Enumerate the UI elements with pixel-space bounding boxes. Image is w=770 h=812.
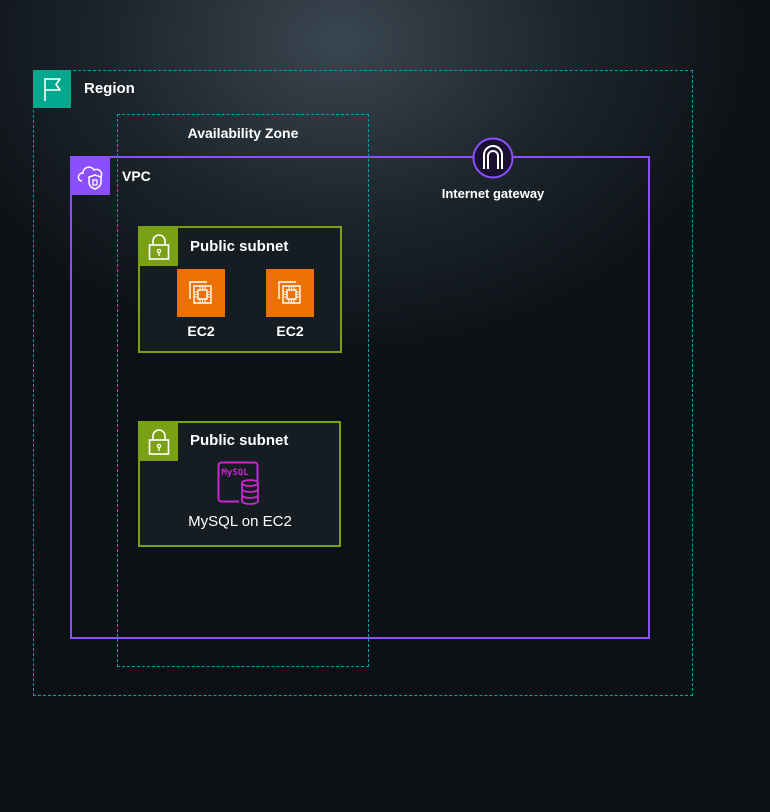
- ec2-chip-icon: [266, 269, 314, 317]
- ec2-label-1: EC2: [187, 323, 215, 339]
- region-label: Region: [84, 80, 135, 97]
- svg-text:MySQL: MySQL: [222, 468, 250, 478]
- flag-icon: [33, 70, 71, 108]
- public-subnet-2-label: Public subnet: [190, 432, 289, 449]
- availability-zone-boundary: [117, 114, 369, 667]
- ec2-chip-icon: [177, 269, 225, 317]
- internet-gateway-label: Internet gateway: [441, 186, 545, 201]
- mysql-database-icon: MySQL: [217, 461, 263, 512]
- ec2-label-2: EC2: [276, 323, 304, 339]
- cloud-shield-icon: [71, 157, 110, 195]
- availability-zone-label: Availability Zone: [187, 125, 299, 141]
- lock-icon: [139, 227, 178, 266]
- mysql-label: MySQL on EC2: [188, 513, 292, 530]
- lock-icon: [139, 422, 178, 461]
- vpc-label: VPC: [122, 168, 151, 184]
- region-boundary: [33, 70, 693, 696]
- public-subnet-1-label: Public subnet: [190, 238, 289, 255]
- gateway-arch-icon: [472, 137, 514, 184]
- vpc-boundary: [70, 156, 650, 639]
